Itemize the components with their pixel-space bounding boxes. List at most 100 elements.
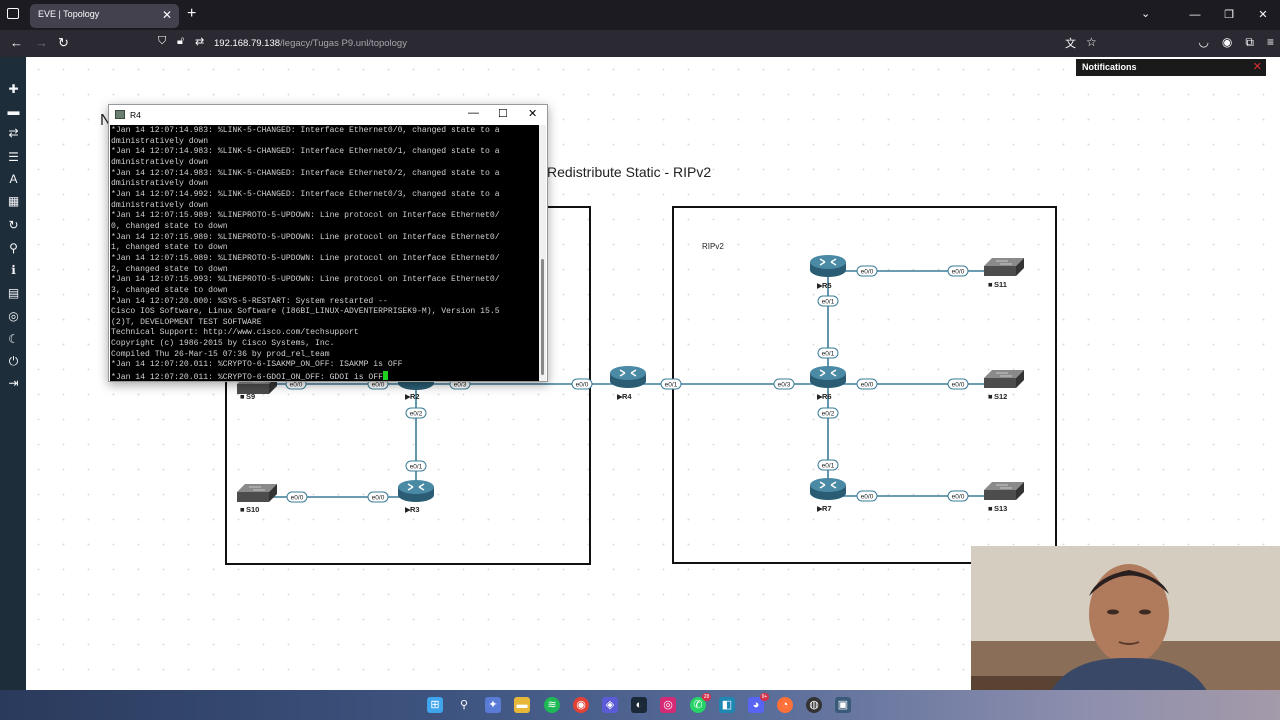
menu-icon[interactable]: ≡ (1266, 35, 1274, 49)
port-label: e0/0 (571, 378, 593, 390)
list-all-tabs-icon[interactable]: ⌄ (1141, 8, 1151, 20)
node-label-s11: S11 (994, 280, 1007, 289)
back-icon[interactable]: ← (10, 35, 23, 50)
svg-text:▶: ▶ (617, 392, 624, 401)
switch-icon[interactable] (983, 257, 1025, 277)
lock-icon[interactable]: 🔓︎ (177, 35, 185, 47)
eve-sidebar: ✚ ▬ ⇄ ☰ A ▦ ↻ ⚲ ℹ ▤ ◎ ☾ ⏻ ⇥ (0, 57, 26, 720)
svg-text:▶: ▶ (817, 281, 824, 290)
refresh-icon[interactable]: ↻ (8, 218, 19, 232)
toolbar-right: ◡ ◉ ⧉ ≡ (1198, 35, 1274, 50)
svg-text:▶: ▶ (817, 392, 824, 401)
svg-text:■: ■ (988, 504, 993, 513)
text-icon[interactable]: A (9, 172, 18, 186)
svg-text:e0/0: e0/0 (290, 382, 303, 389)
port-label: e0/1 (817, 459, 839, 471)
tab-eve-topology[interactable]: EVE | Topology ✕ (30, 4, 179, 28)
extensions-icon[interactable]: ⧉ (1245, 35, 1254, 49)
app-icon[interactable]: ◧ (719, 697, 735, 713)
search-icon[interactable]: ⚲ (459, 699, 469, 711)
shield-icon[interactable]: ⛉ (158, 35, 167, 47)
url-bar[interactable]: ⛉ 🔓︎ ⇄ 192.168.79.138/legacy/Tugas P9.un… (150, 32, 1110, 55)
svg-text:e0/2: e0/2 (822, 411, 835, 418)
terminal-line: Copyright (c) 1986-2015 by Cisco Systems… (111, 339, 335, 349)
port-label: e0/0 (286, 491, 308, 503)
ripv2-area-label: RIPv2 (702, 242, 724, 251)
svg-text:e0/3: e0/3 (778, 382, 791, 389)
terminal-minimize-button[interactable]: — (468, 107, 479, 119)
power-icon[interactable]: ⏻ (8, 354, 19, 368)
terminal-scroll-thumb[interactable] (541, 259, 544, 375)
game-icon[interactable]: ◈ (602, 697, 618, 713)
terminal-titlebar[interactable]: R4 — ☐ ✕ (109, 105, 547, 125)
router-icon[interactable] (809, 365, 847, 389)
add-icon[interactable]: ✚ (8, 82, 19, 96)
minimize-button[interactable]: — (1189, 9, 1201, 21)
list-icon[interactable]: ☰ (8, 150, 19, 164)
obs-icon[interactable]: ◍ (806, 697, 822, 713)
port-label: e0/3 (773, 378, 795, 390)
discord-icon[interactable]: ◕ (748, 697, 764, 713)
copilot-icon[interactable]: ✦ (485, 697, 501, 713)
status-icon[interactable]: ◎ (8, 309, 19, 323)
node-label-r6: R6 (822, 392, 832, 401)
translate-icon[interactable]: 文 (1065, 38, 1076, 50)
reload-icon[interactable]: ↻ (58, 35, 69, 50)
account-icon[interactable]: ◉ (1221, 35, 1233, 49)
notifications-close-icon[interactable]: ✕ (1252, 61, 1262, 73)
router-icon[interactable] (809, 477, 847, 501)
bookmark-star-icon[interactable]: ☆ (1086, 35, 1097, 49)
port-label: e0/0 (947, 490, 969, 502)
terminal-line: *Jan 14 12:07:14.983: %LINK-5-CHANGED: I… (111, 126, 500, 135)
pocket-icon[interactable]: ◡ (1198, 35, 1209, 49)
terminal-line: *Jan 14 12:07:20.011: %CRYPTO-6-GDOI_ON_… (111, 371, 539, 381)
terminal-line: Technical Support: http://www.cisco.com/… (111, 328, 359, 338)
instagram-icon[interactable]: ◎ (660, 697, 676, 713)
whatsapp-icon[interactable]: ✆ (690, 697, 706, 713)
info-icon[interactable]: ℹ (11, 263, 16, 277)
notifications-panel: Notifications ✕ (1076, 59, 1266, 76)
terminal-output[interactable]: *Jan 14 12:07:14.983: %LINK-5-CHANGED: I… (110, 125, 539, 381)
steam-icon[interactable]: ◐ (631, 697, 647, 713)
browser-tab-bar: EVE | Topology ✕ + ⌄ — ❐ ✕ (0, 0, 1280, 30)
terminal-window-r4[interactable]: R4 — ☐ ✕ *Jan 14 12:07:14.983: %LINK-5-C… (108, 104, 548, 382)
dark-mode-icon[interactable]: ☾ (8, 332, 19, 346)
permissions-icon[interactable]: ⇄ (195, 36, 205, 48)
lab-heading-left: N (100, 112, 112, 129)
terminal-line: *Jan 14 12:07:14.983: %LINK-5-CHANGED: I… (111, 168, 500, 178)
router-icon[interactable] (609, 365, 647, 389)
restore-button[interactable]: ❐ (1224, 9, 1234, 21)
tab-list-icon[interactable] (7, 8, 19, 19)
svg-text:e0/1: e0/1 (665, 382, 678, 389)
zoom-icon[interactable]: ⚲ (9, 241, 18, 255)
node-label-s12: S12 (994, 392, 1007, 401)
router-icon[interactable] (809, 254, 847, 278)
svg-text:■: ■ (240, 392, 245, 401)
logout-icon[interactable]: ⇥ (8, 376, 19, 390)
file-explorer-icon[interactable]: ▬ (514, 697, 530, 713)
terminal-scrollbar[interactable] (539, 125, 546, 381)
tab-close-icon[interactable]: ✕ (161, 8, 172, 22)
networks-icon[interactable]: ⇄ (8, 126, 19, 140)
notes-icon[interactable]: ▤ (7, 286, 20, 300)
router-icon[interactable] (397, 479, 435, 503)
svg-text:e0/0: e0/0 (372, 382, 385, 389)
vmware-icon[interactable]: ▣ (835, 697, 851, 713)
svg-text:■: ■ (240, 505, 245, 514)
start-icon[interactable]: ⊞ (427, 697, 443, 713)
firefox-icon[interactable]: ◔ (777, 697, 793, 713)
grid-icon[interactable]: ▦ (7, 194, 20, 208)
new-tab-button[interactable]: + (187, 5, 197, 22)
switch-icon[interactable] (983, 369, 1025, 389)
switch-icon[interactable] (236, 483, 278, 503)
spotify-icon[interactable]: ≋ (544, 697, 560, 713)
terminal-maximize-button[interactable]: ☐ (498, 108, 508, 120)
terminal-line: *Jan 14 12:07:14.983: %LINK-5-CHANGED: I… (111, 147, 500, 157)
nodes-icon[interactable]: ▬ (7, 104, 20, 118)
terminal-line: *Jan 14 12:07:14.992: %LINK-5-CHANGED: I… (111, 189, 500, 199)
close-window-button[interactable]: ✕ (1258, 9, 1268, 21)
terminal-line: *Jan 14 12:07:15.989: %LINEPROTO-5-UPDOW… (111, 253, 500, 263)
chrome-icon[interactable]: ◉ (573, 697, 589, 713)
terminal-close-button[interactable]: ✕ (528, 108, 538, 120)
switch-icon[interactable] (983, 481, 1025, 501)
